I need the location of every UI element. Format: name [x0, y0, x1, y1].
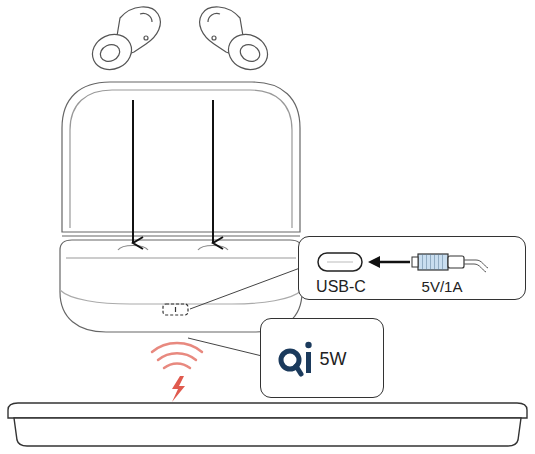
lightning-bolt [172, 376, 185, 402]
callout-label: 5W [320, 350, 347, 368]
callout-label: 5V/1A [422, 279, 463, 294]
wireless-waves [152, 343, 202, 402]
wireless-pad [8, 403, 527, 446]
earbuds [87, 7, 274, 76]
callout-label: USB-C [316, 279, 366, 295]
insert-arrows [133, 100, 213, 243]
callout-box: USB-C 5V/1A [298, 236, 526, 300]
charging-case [60, 82, 302, 332]
callout-box: 5W [260, 318, 384, 398]
usb-port [163, 304, 188, 315]
